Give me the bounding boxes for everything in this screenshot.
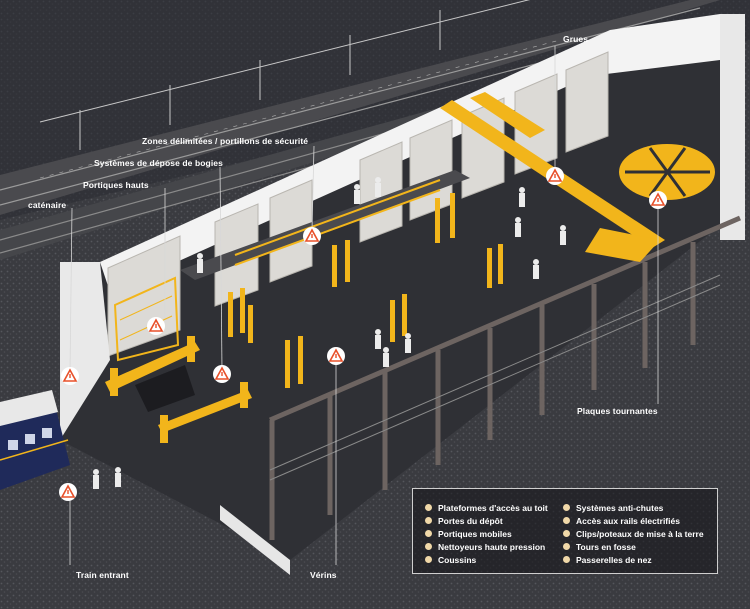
legend-right-column: Systèmes anti-chutes Accès aux rails éle… xyxy=(563,501,704,566)
incoming-train xyxy=(0,390,70,490)
legend-item: Portiques mobiles xyxy=(425,527,548,540)
front-columns xyxy=(269,215,741,540)
legend-label: Portes du dépôt xyxy=(438,515,503,526)
warning-triangle-icon xyxy=(59,483,77,501)
callout-plaques: Plaques tournantes xyxy=(577,406,658,416)
inspection-pit xyxy=(135,365,195,412)
workers xyxy=(93,177,566,489)
legend-item: Coussins xyxy=(425,553,548,566)
roof-access-walkway xyxy=(180,170,470,280)
legend-item: Nettoyeurs haute pression xyxy=(425,540,548,553)
legend-dot xyxy=(563,517,570,524)
warning-triangle-icon xyxy=(61,367,79,385)
legend-dot xyxy=(563,556,570,563)
legend-dot xyxy=(425,517,432,524)
legend-dot xyxy=(425,543,432,550)
legend-dot xyxy=(425,504,432,511)
legend-item: Tours en fosse xyxy=(563,540,704,553)
legend-left-column: Plateformes d'accès au toit Portes du dé… xyxy=(425,501,548,566)
legend-item: Passerelles de nez xyxy=(563,553,704,566)
left-wall xyxy=(60,262,110,440)
callout-verins: Vérins xyxy=(310,570,337,580)
legend-item: Portes du dépôt xyxy=(425,514,548,527)
callout-catenaire: caténaire xyxy=(28,200,67,210)
callout-train: Train entrant xyxy=(76,570,129,580)
callout-bogies: Systèmes de dépose de bogies xyxy=(94,158,223,168)
lifting-jacks xyxy=(228,193,503,388)
callout-zones: Zones délimitées / portillons de sécurit… xyxy=(142,136,309,146)
callout-portiques-hauts: Portiques hauts xyxy=(83,180,149,190)
callout-leaders xyxy=(69,46,659,565)
catenary-line xyxy=(39,0,531,150)
mobile-gantries xyxy=(105,336,252,443)
legend-item: Accès aux rails électrifiés xyxy=(563,514,704,527)
safety-gate xyxy=(113,276,180,362)
front-railings xyxy=(269,274,721,481)
legend-label: Plateformes d'accès au toit xyxy=(438,502,548,513)
legend-label: Portiques mobiles xyxy=(438,528,512,539)
legend-label: Systèmes anti-chutes xyxy=(576,502,664,513)
legend-label: Clips/poteaux de mise à la terre xyxy=(576,528,704,539)
warning-triangle-icon xyxy=(213,365,231,383)
legend-label: Accès aux rails électrifiés xyxy=(576,515,680,526)
legend-label: Tours en fosse xyxy=(576,541,636,552)
warning-triangle-icon xyxy=(546,167,564,185)
front-wall xyxy=(220,505,290,575)
warning-triangle-icon xyxy=(303,227,321,245)
legend-label: Nettoyeurs haute pression xyxy=(438,541,546,552)
legend-dot xyxy=(563,530,570,537)
legend-dot xyxy=(563,543,570,550)
legend-item: Systèmes anti-chutes xyxy=(563,501,704,514)
turntable xyxy=(619,144,715,200)
warning-triangle-icon xyxy=(327,347,345,365)
warning-triangle-icon xyxy=(649,191,667,209)
legend-dot xyxy=(425,556,432,563)
legend-label: Coussins xyxy=(438,554,477,565)
legend-dot xyxy=(563,504,570,511)
legend-dot xyxy=(425,530,432,537)
legend-item: Plateformes d'accès au toit xyxy=(425,501,548,514)
callout-grues: Grues xyxy=(563,34,589,44)
warning-triangle-icon xyxy=(147,317,165,335)
legend-box: Plateformes d'accès au toit Portes du dé… xyxy=(412,488,718,574)
legend-label: Passerelles de nez xyxy=(576,554,652,565)
legend-item: Clips/poteaux de mise à la terre xyxy=(563,527,704,540)
right-wall xyxy=(720,14,745,240)
